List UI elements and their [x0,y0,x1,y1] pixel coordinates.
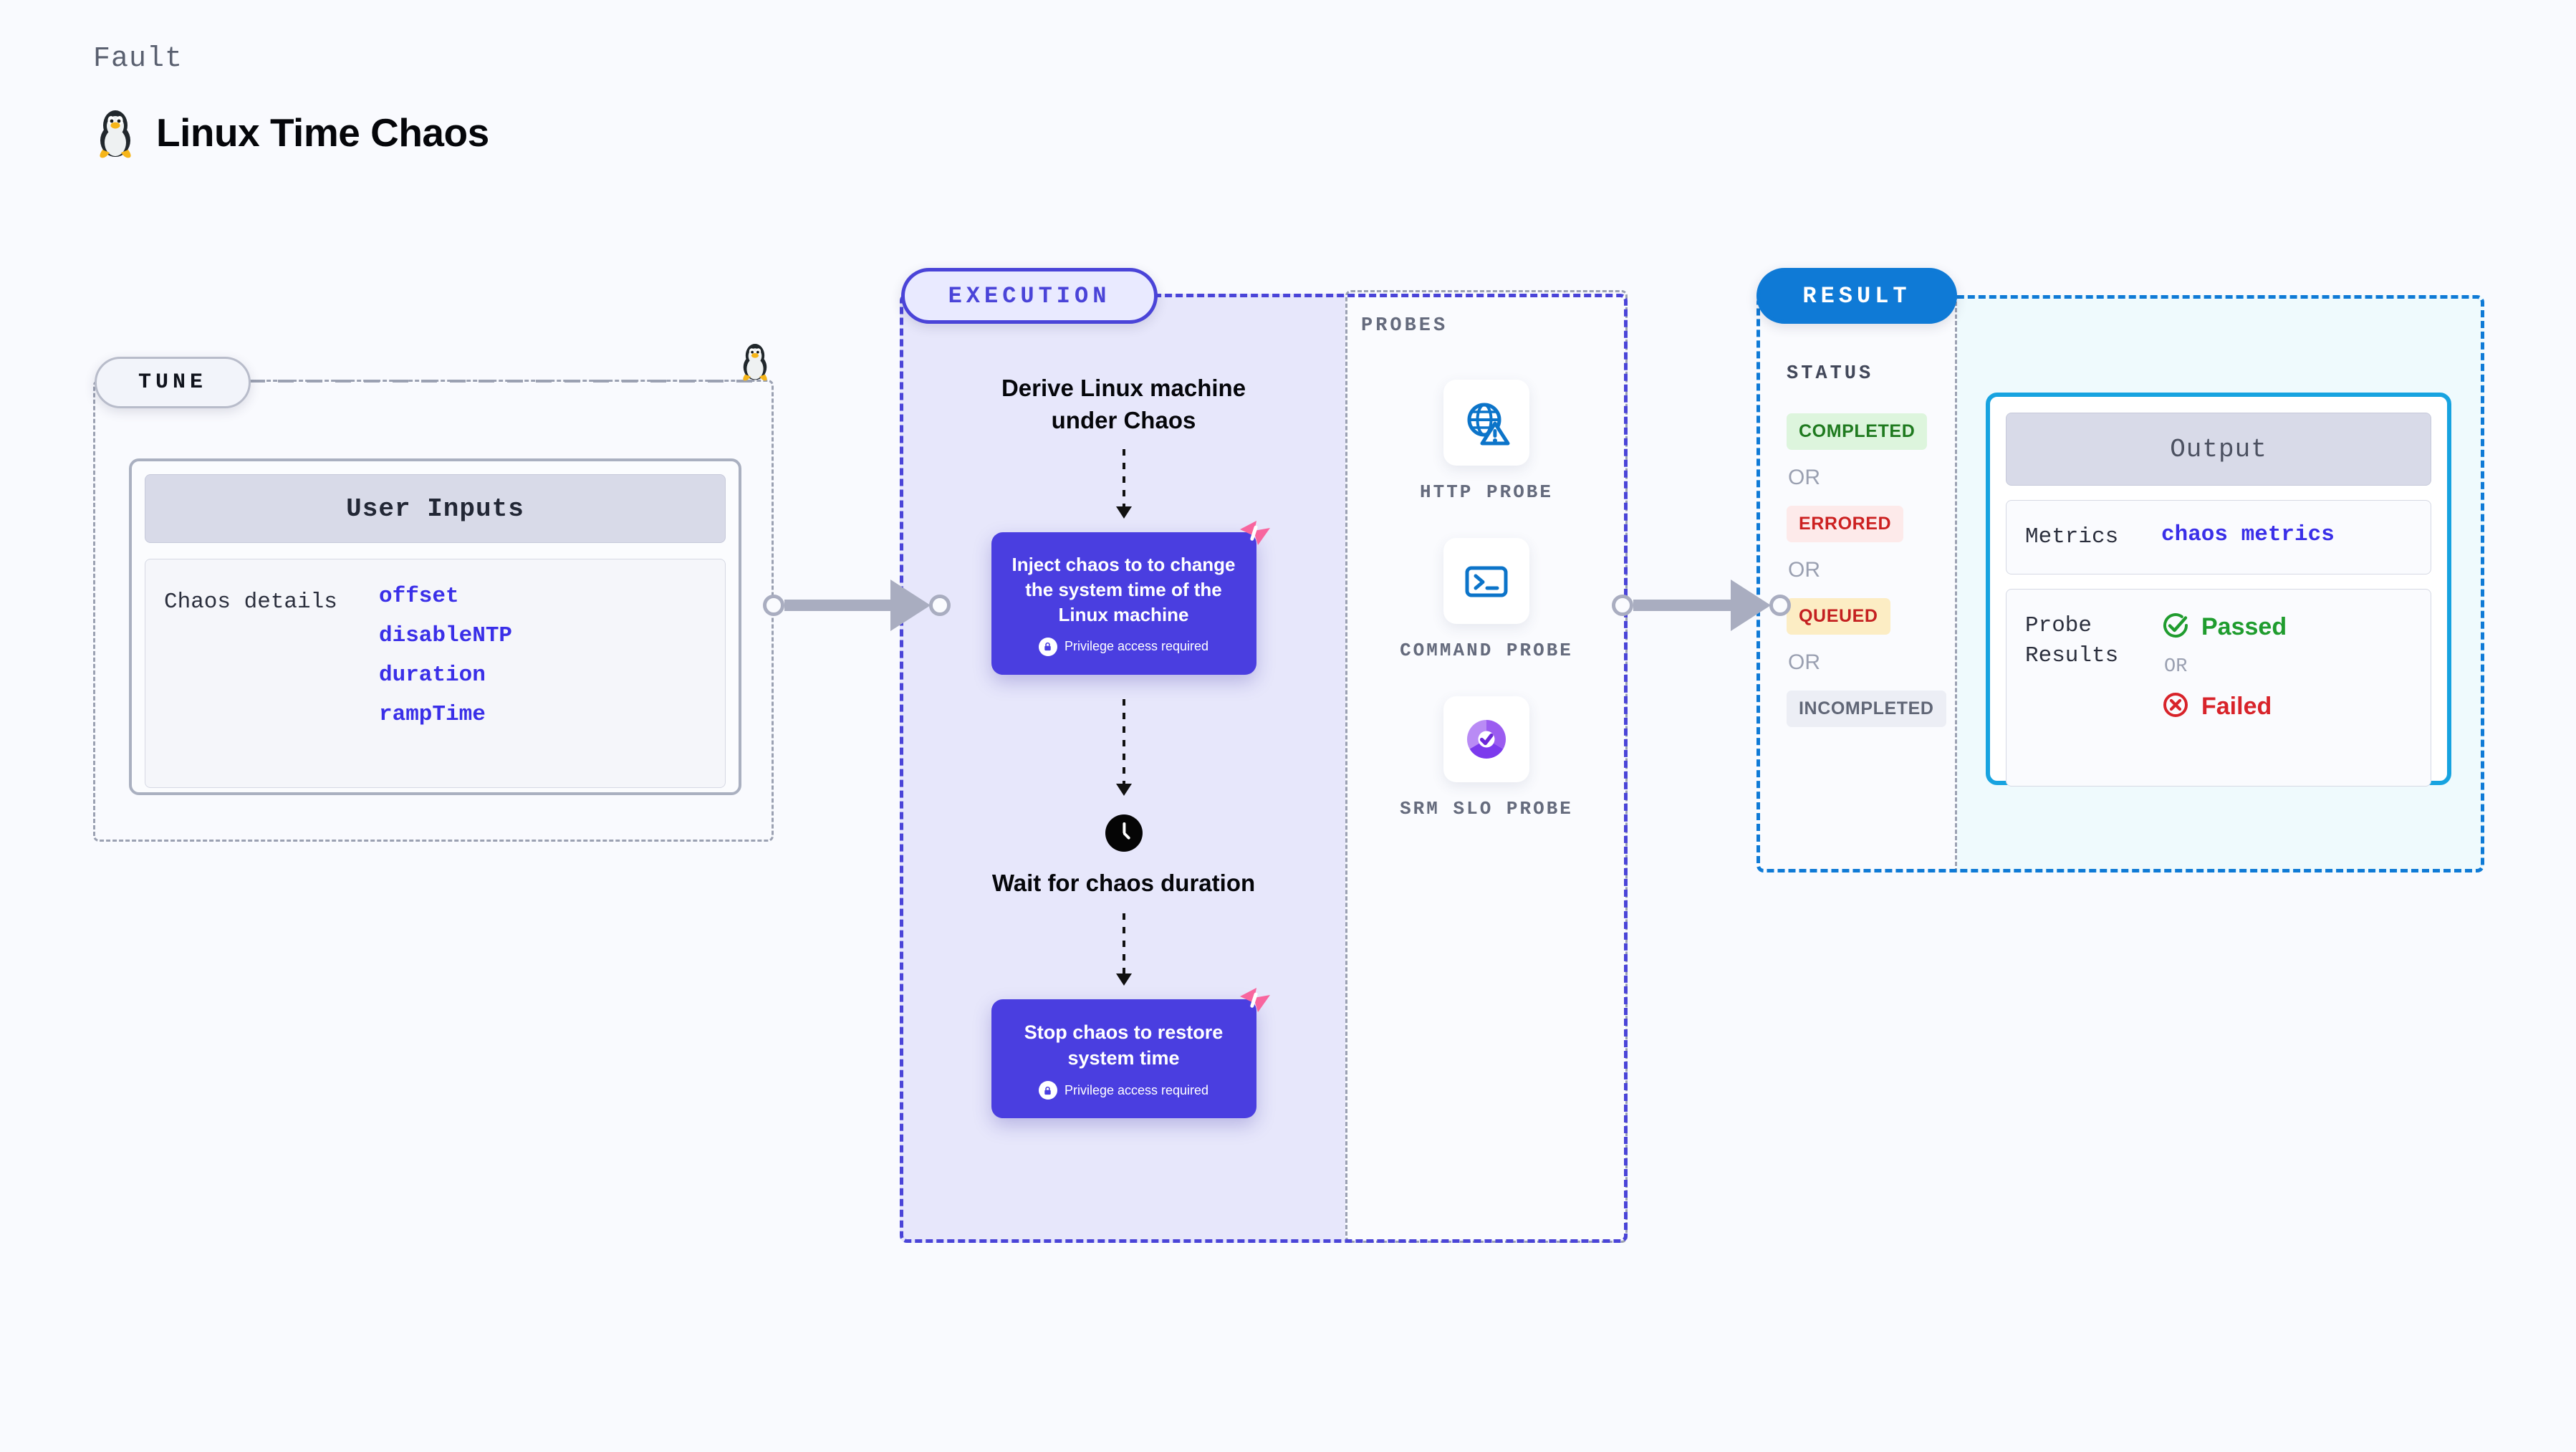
user-inputs-card: User Inputs Chaos details offset disable… [129,458,741,795]
page-title: Linux Time Chaos [156,110,489,155]
probe-item-srm-slo[interactable]: SRM SLO PROBE [1400,696,1573,822]
privilege-note-label: Privilege access required [1064,639,1209,654]
probe-list: HTTP PROBE COMMAND PROBE SRM SLO PROBE [1345,380,1628,822]
status-badge-completed: COMPLETED [1787,413,1928,450]
probe-label-srm-slo: SRM SLO PROBE [1400,798,1573,820]
step-derive-machine-label: Derive Linux machine under Chaos [1001,375,1246,433]
step-inject-chaos-card[interactable]: Inject chaos to to change the system tim… [991,521,1270,675]
metrics-value-link[interactable]: chaos metrics [2161,522,2335,547]
verdict-or-label: OR [2164,655,2188,678]
fault-eyebrow-label: Fault [93,43,183,75]
harness-logo-icon [1235,514,1275,557]
status-or-label: OR [1788,650,1820,674]
check-circle-icon [2161,611,2190,643]
x-circle-icon [2161,691,2190,723]
param-offset[interactable]: offset [379,584,459,609]
connector-shaft [784,600,892,611]
step-stop-chaos-text: Stop chaos to restore system time [1024,1021,1224,1069]
param-disablentp[interactable]: disableNTP [379,623,513,648]
tux-penguin-icon [93,107,138,158]
probe-label-http: HTTP PROBE [1419,481,1554,503]
connector-tune-to-execution [763,580,951,631]
result-badge[interactable]: RESULT [1756,268,1957,324]
probes-heading: PROBES [1361,315,1448,337]
result-status-column [1756,295,1957,872]
probe-item-http[interactable]: HTTP PROBE [1420,380,1553,505]
probe-results-key-label: Probe Results [2025,612,2119,668]
output-title: Output [2006,413,2431,486]
terminal-icon [1443,538,1529,625]
probe-label-command: COMMAND PROBE [1400,640,1573,662]
verdict-failed: Failed [2161,691,2287,723]
status-badge-queued: QUEUED [1787,598,1890,635]
probe-results-row: Probe Results Passed OR [2006,588,2431,787]
privilege-note: Privilege access required [1038,1081,1209,1100]
privilege-note-label: Privilege access required [1064,1082,1209,1097]
connector-end-dot [929,595,951,616]
flow-arrow-down [1115,913,1132,986]
privilege-note: Privilege access required [1038,637,1209,656]
chaos-details-label: Chaos details [164,590,337,615]
tune-badge[interactable]: TUNE [95,357,251,408]
verdict-failed-label: Failed [2201,692,2272,720]
verdict-passed: Passed [2161,611,2287,643]
status-badge-errored: ERRORED [1787,506,1904,542]
connector-probes-to-result [1612,580,1791,631]
flow-arrow-down [1115,698,1132,796]
globe-warning-icon [1443,380,1529,466]
output-card: Output Metrics chaos metrics Probe Resul… [1986,393,2451,787]
connector-start-dot [763,595,784,616]
verdict-passed-label: Passed [2201,612,2287,640]
lock-icon [1038,637,1057,656]
status-or-label: OR [1788,466,1820,489]
connector-arrowhead [890,580,931,631]
connector-end-dot [1769,595,1791,616]
clock-icon [1105,814,1143,856]
step-stop-chaos-card[interactable]: Stop chaos to restore system time Privil… [991,988,1270,1119]
metrics-row: Metrics chaos metrics [2006,500,2431,574]
tune-dashed-connector [249,380,765,383]
slo-donut-check-icon [1443,696,1529,783]
param-duration[interactable]: duration [379,663,486,688]
probe-verdict-list: Passed OR Failed [2161,611,2287,723]
connector-shaft [1633,600,1732,611]
probe-item-command[interactable]: COMMAND PROBE [1400,538,1573,663]
lock-icon [1038,1081,1057,1100]
harness-logo-icon [1235,981,1275,1024]
step-wait-duration-label: Wait for chaos duration [991,869,1256,896]
page-header: Fault Linux Time Chaos [93,43,489,158]
step-inject-chaos-text: Inject chaos to to change the system tim… [1011,554,1236,625]
connector-arrowhead [1731,580,1771,631]
tux-penguin-icon [738,341,772,385]
execution-section-box [900,294,1628,1243]
status-badge-incompleted: INCOMPLETED [1787,691,1946,727]
chaos-details-box: Chaos details offset disableNTP duration… [145,559,726,788]
status-or-label: OR [1788,558,1820,582]
metrics-key-label: Metrics [2025,524,2119,549]
user-inputs-title: User Inputs [145,474,726,543]
chaos-parameter-list: offset disableNTP duration rampTime [379,584,512,763]
page-title-row: Linux Time Chaos [93,107,489,158]
flow-arrow-down [1115,449,1132,519]
param-ramptime[interactable]: rampTime [379,702,486,727]
status-list: STATUS COMPLETED OR ERRORED OR QUEUED OR… [1756,295,1957,872]
execution-badge[interactable]: EXECUTION [901,268,1158,324]
execution-step-list: Derive Linux machine under Chaos Inject … [900,372,1347,1119]
status-heading: STATUS [1787,363,1874,385]
connector-start-dot [1612,595,1633,616]
